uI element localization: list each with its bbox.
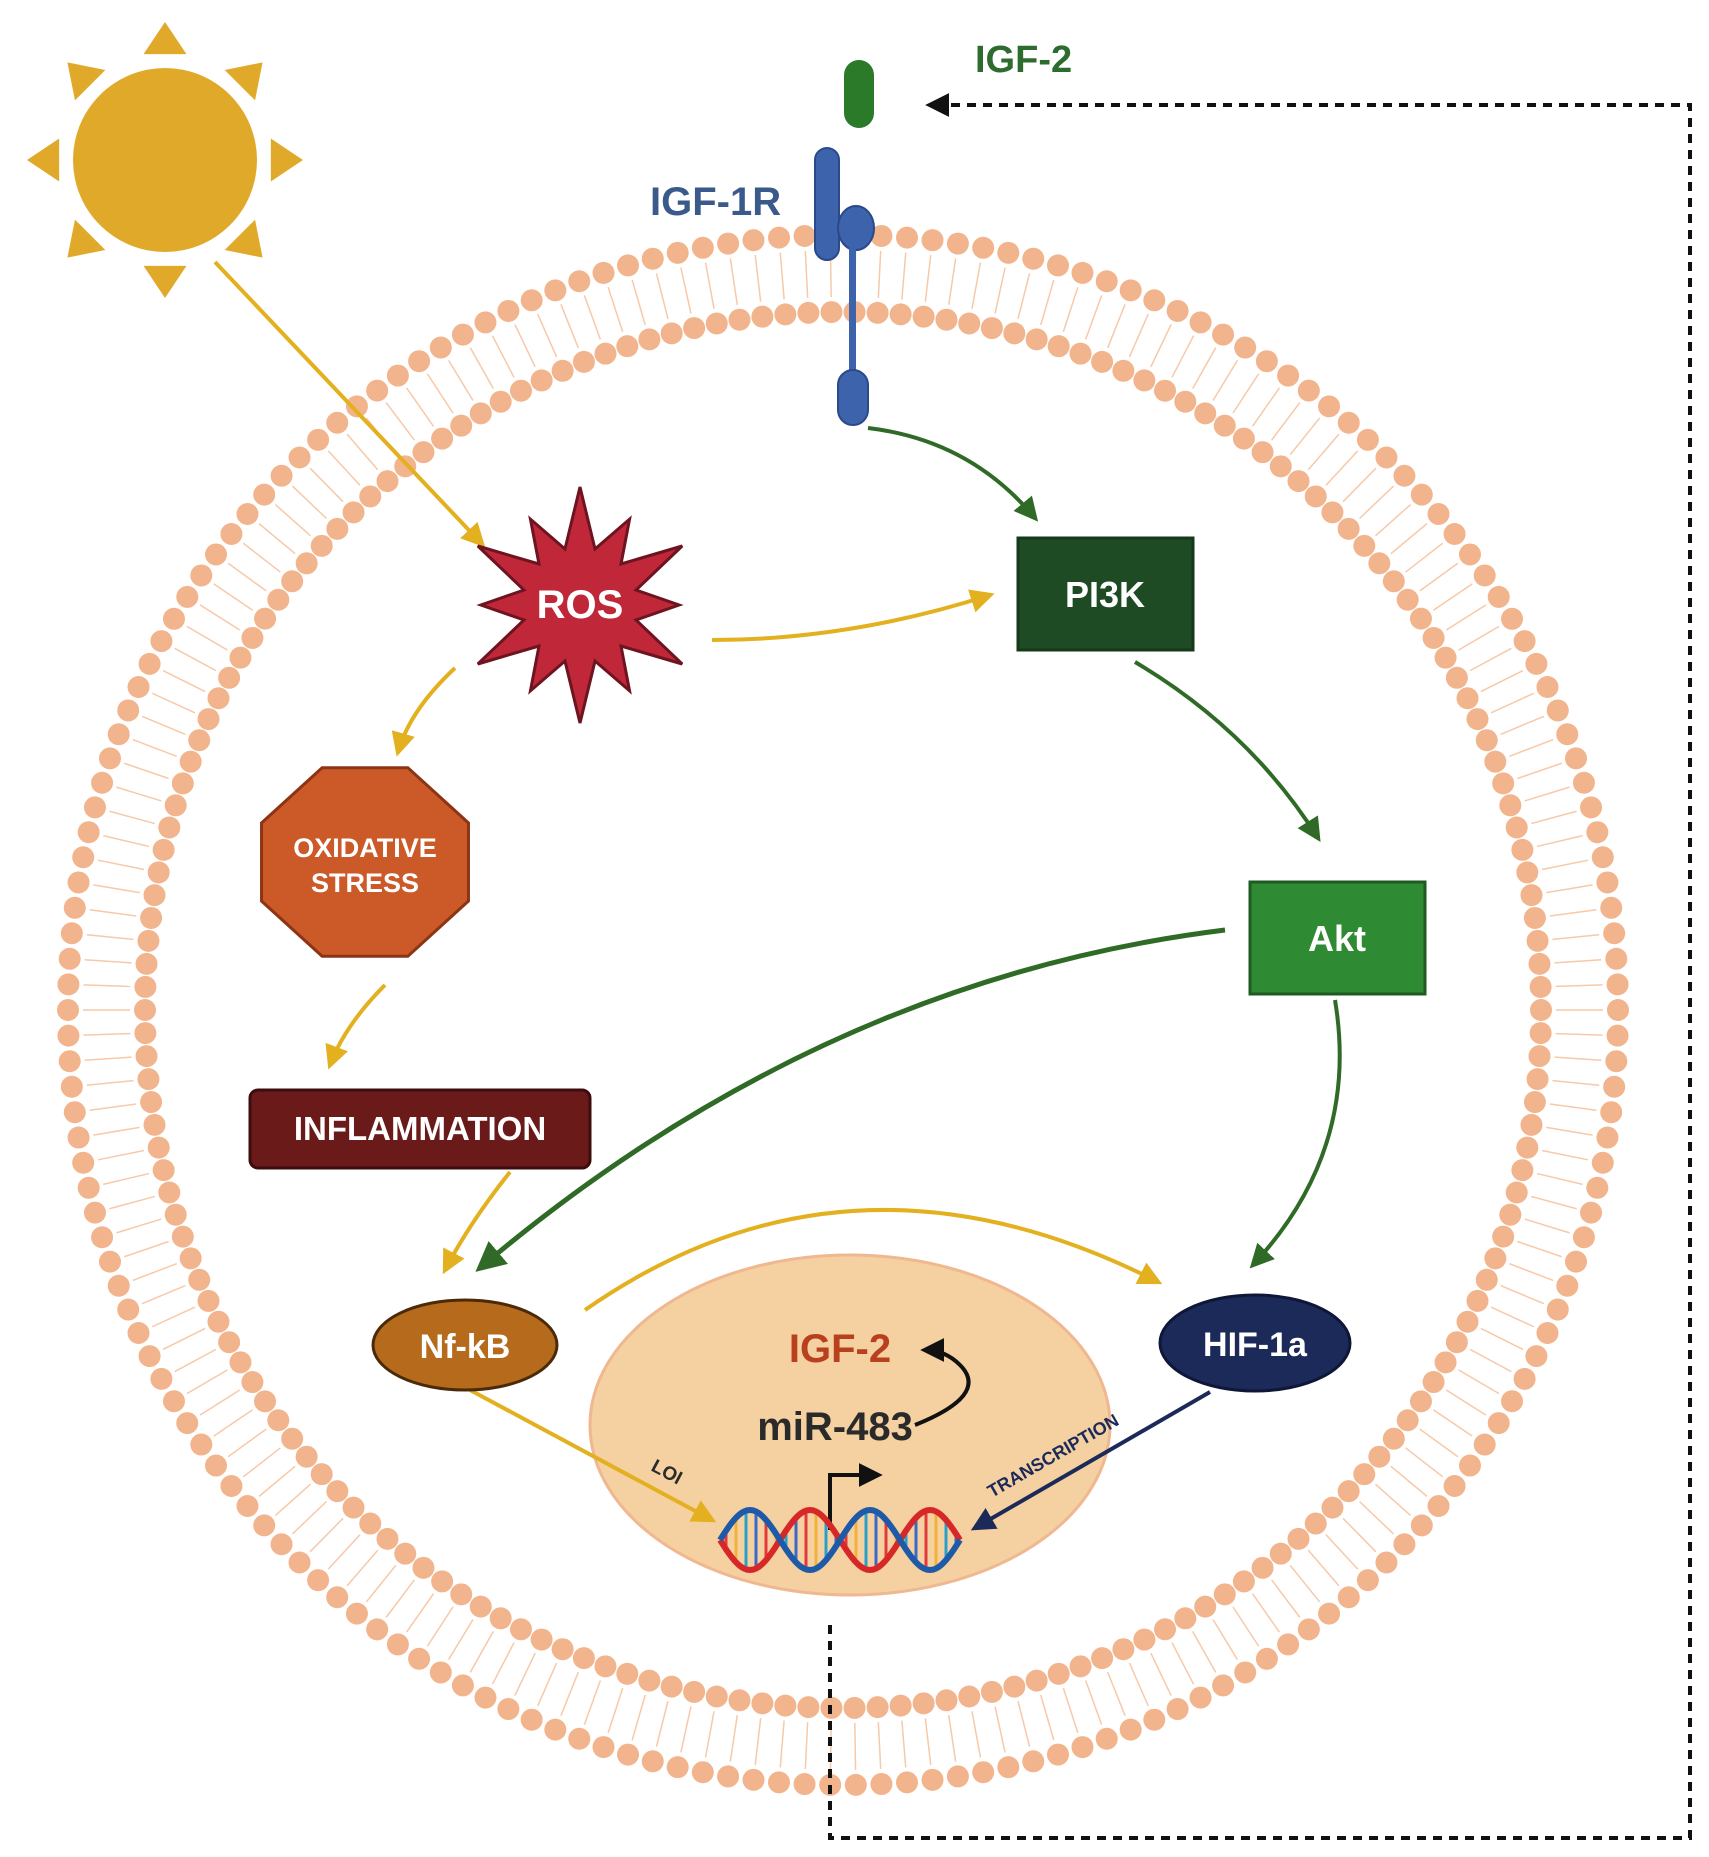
arrow-sun-to-ros xyxy=(213,260,486,548)
mir483-label: miR-483 xyxy=(757,1405,913,1449)
cell-membrane xyxy=(57,224,1629,1796)
arrow-receptor-to-pi3k xyxy=(867,426,1039,522)
promoter-arrow-icon xyxy=(828,1463,883,1530)
sun-icon xyxy=(27,22,303,298)
hif1a-ellipse xyxy=(1158,1293,1352,1393)
arrow-nfkb-to-hif1a xyxy=(583,1207,1163,1312)
inflammation-box xyxy=(248,1088,592,1170)
igf2-ligand-label: IGF-2 xyxy=(975,39,1072,81)
igf2-nucleus-label: IGF-2 xyxy=(789,1327,891,1371)
oxidative-label-line2: STRESS xyxy=(311,868,419,898)
akt-box xyxy=(1248,880,1427,996)
pi3k-box xyxy=(1016,536,1195,652)
inflammation-label: INFLAMMATION xyxy=(294,1110,546,1147)
igf1r-label: IGF-1R xyxy=(650,180,781,224)
mir483-to-igf2-arrow xyxy=(914,1338,971,1427)
arrow-oxidative-to-inflammation xyxy=(325,983,387,1070)
oxidative-stress-octagon xyxy=(260,766,470,958)
arrow-akt-to-hif1a xyxy=(1249,999,1342,1269)
hif1a-label: HIF-1a xyxy=(1203,1326,1308,1364)
nfkb-ellipse xyxy=(371,1298,559,1392)
igf2-secretion-feedback-arrow xyxy=(828,93,1692,1840)
arrow-ros-to-pi3k xyxy=(711,589,995,642)
nfkb-label: Nf-kB xyxy=(420,1328,511,1366)
arrow-akt-to-nfkb xyxy=(475,927,1226,1272)
oxidative-label-line1: OXIDATIVE xyxy=(293,833,437,863)
ros-starburst xyxy=(476,486,684,724)
arrow-inflammation-to-nfkb xyxy=(442,1170,512,1275)
dna-helix-icon xyxy=(717,1506,963,1574)
igf2-ligand-icon xyxy=(844,60,874,128)
arrow-nfkb-to-dna xyxy=(469,1388,717,1523)
pi3k-label: PI3K xyxy=(1065,574,1145,615)
arrow-ros-to-oxidative xyxy=(391,666,457,757)
arrow-pi3k-to-akt xyxy=(1133,660,1321,843)
igf1r-receptor-icon xyxy=(814,147,875,426)
akt-label: Akt xyxy=(1308,918,1366,959)
ros-label: ROS xyxy=(537,583,624,627)
arrow-hif1a-to-dna xyxy=(970,1390,1212,1531)
